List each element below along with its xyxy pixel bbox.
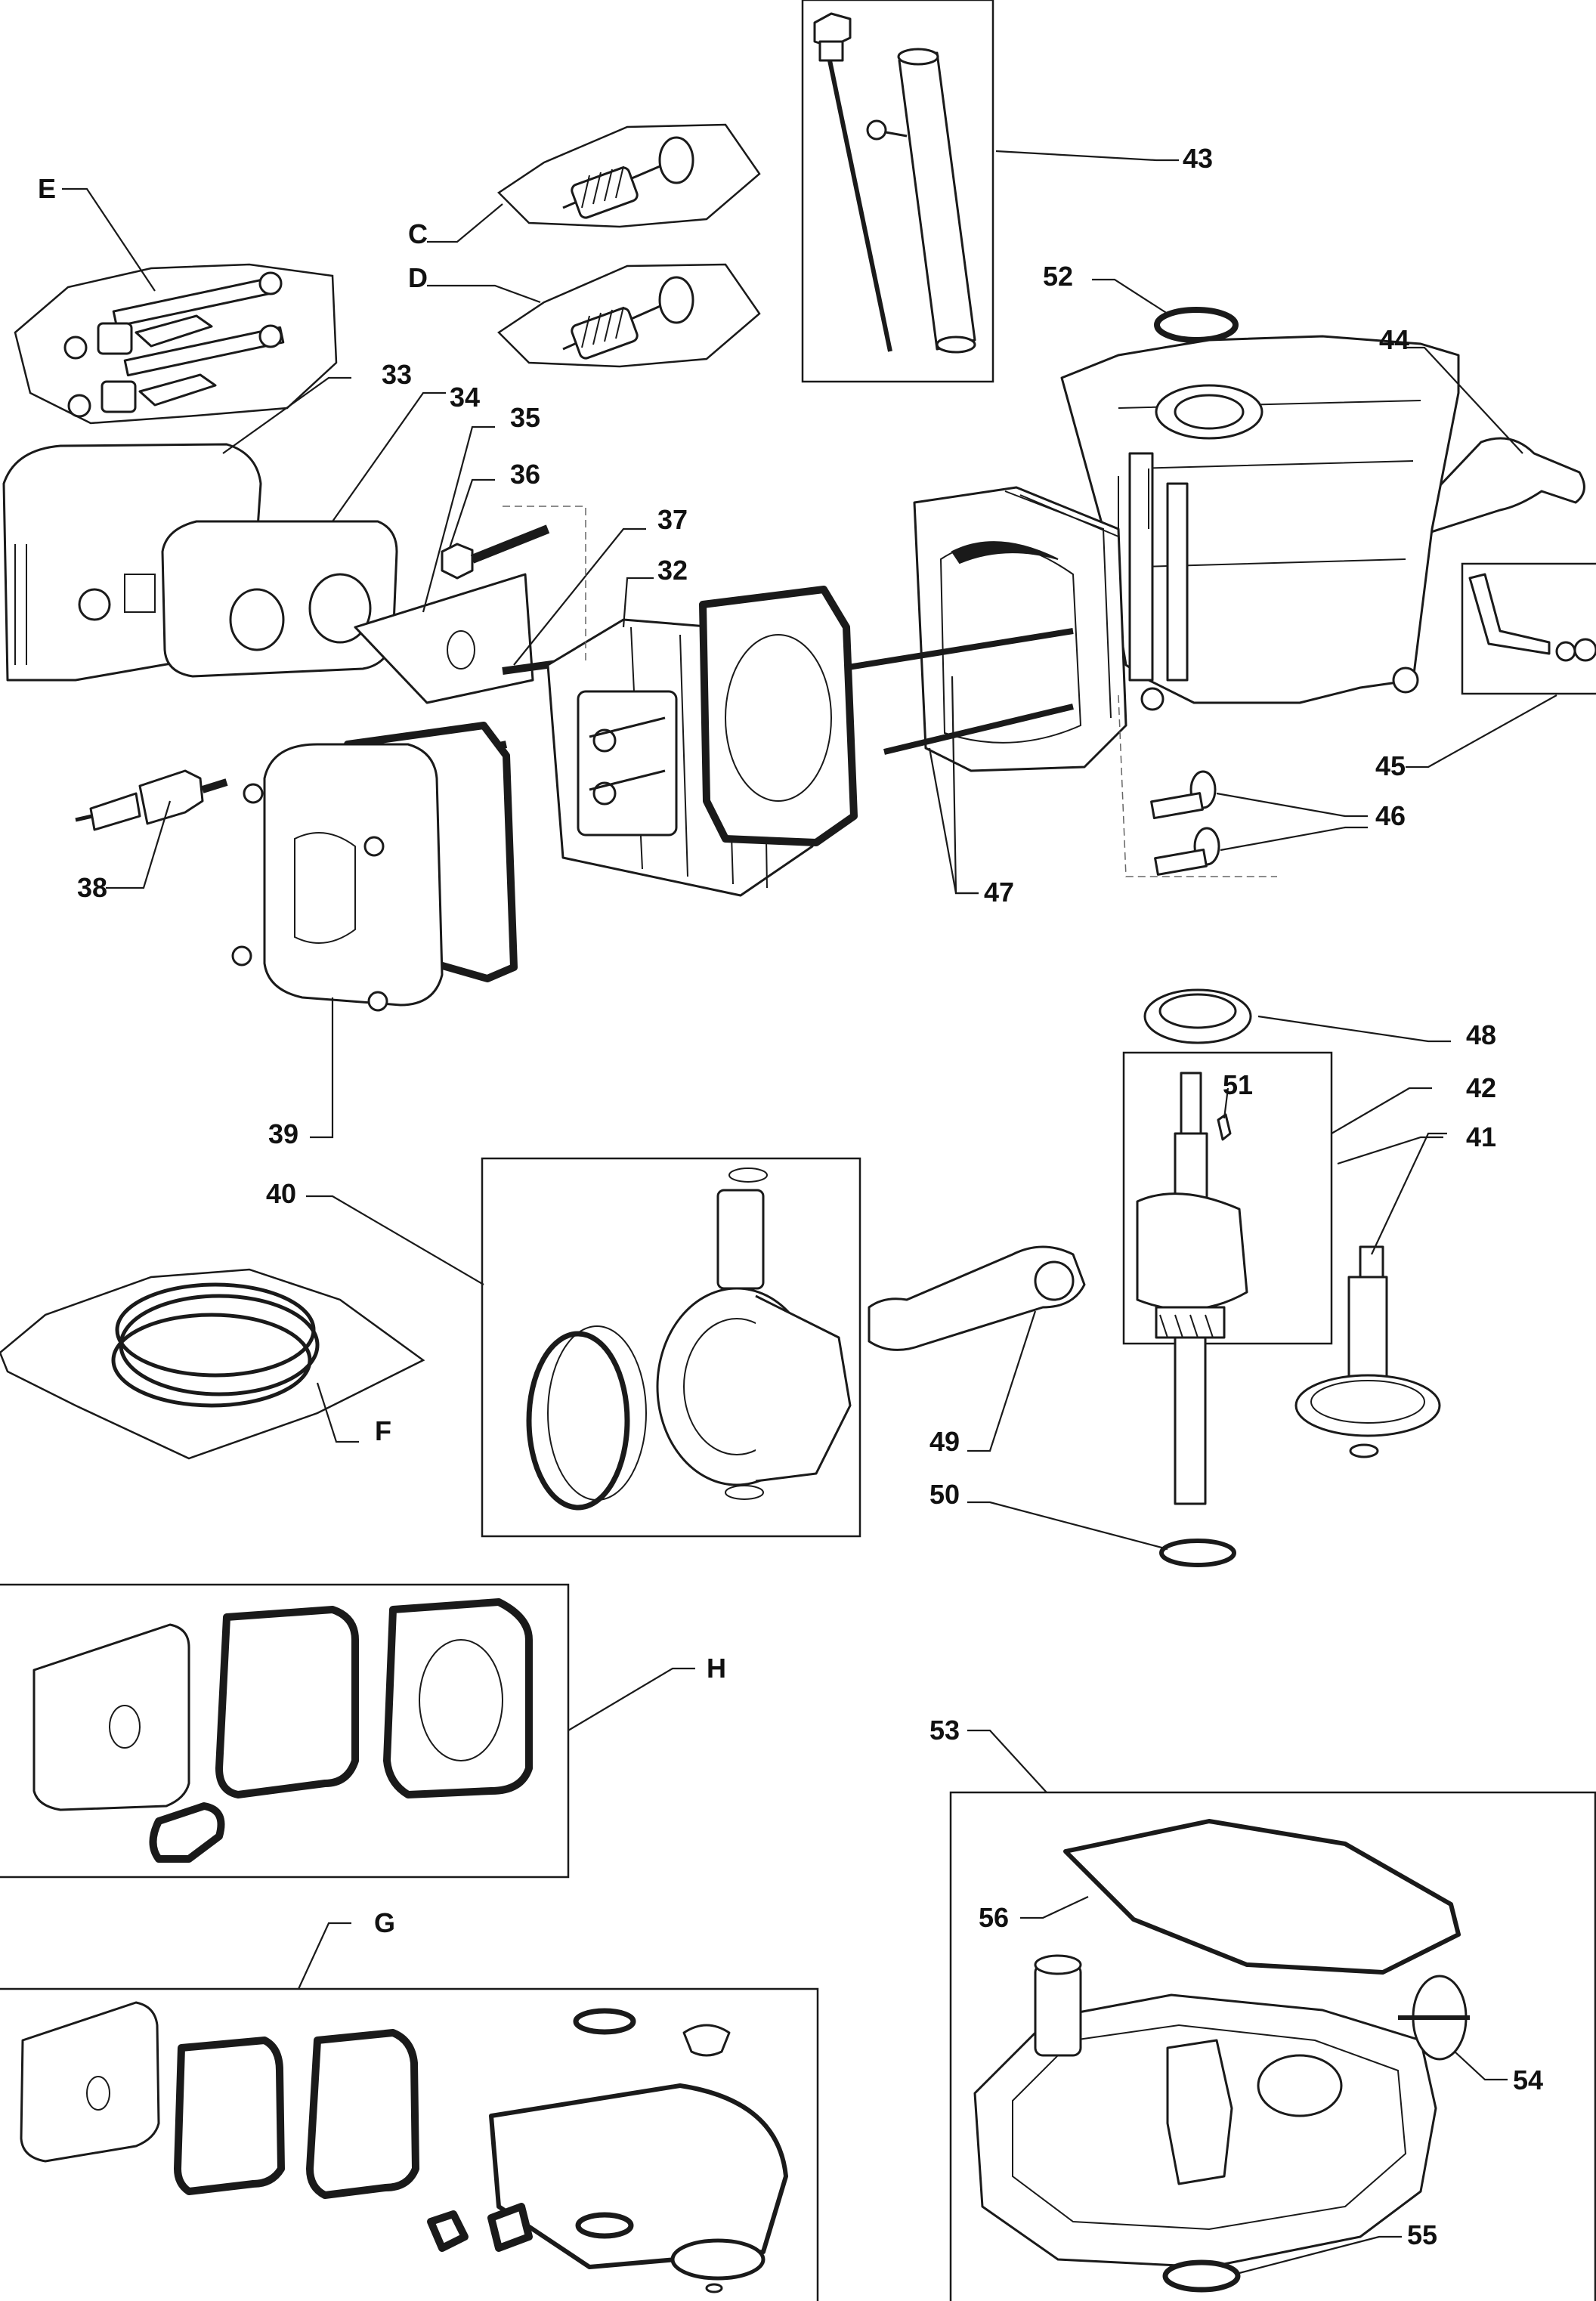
callout-G: G [374, 1907, 396, 1938]
part-35-gasket [354, 573, 534, 704]
bag-D-valve [497, 263, 761, 368]
part-51-key [1217, 1113, 1232, 1141]
callout-46: 46 [1375, 800, 1406, 831]
part-36-bolt [441, 524, 550, 580]
part-52-oil-seal [1154, 307, 1239, 343]
part-39-valve-cover [231, 722, 518, 1012]
callout-34: 34 [450, 382, 481, 413]
kit-H-gaskets [32, 1598, 533, 1863]
kit-G-gaskets [20, 2001, 788, 2293]
kit-box-43 [801, 0, 994, 383]
kit-box-42 [1122, 1051, 1333, 1345]
callout-51: 51 [1223, 1069, 1254, 1100]
dashed-guides [503, 506, 1277, 877]
part-40-piston-kit [526, 1168, 852, 1511]
callout-D: D [408, 262, 428, 293]
callout-50: 50 [929, 1479, 960, 1510]
callout-53: 53 [929, 1715, 960, 1746]
part-47-studs [838, 628, 1074, 755]
engine-cylinder-block [913, 469, 1149, 772]
kit-box-G [0, 1987, 819, 2301]
kit-box-45 [1461, 562, 1596, 695]
kit-box-H [0, 1583, 570, 1879]
head-gasket [699, 586, 858, 846]
part-50-washer [1159, 1539, 1236, 1567]
callout-33: 33 [382, 359, 413, 390]
part-46-dowels [1150, 770, 1220, 876]
callout-37: 37 [657, 504, 688, 535]
part-42-crankshaft [1136, 1072, 1248, 1505]
part-38-spark-plug [75, 769, 228, 831]
callout-52: 52 [1043, 261, 1074, 292]
callout-H: H [707, 1653, 726, 1684]
callout-32: 32 [657, 555, 688, 586]
callout-E: E [38, 173, 57, 204]
callout-47: 47 [984, 877, 1015, 908]
callout-C: C [408, 218, 428, 249]
kit-box-53 [949, 1791, 1596, 2301]
bag-E-rocker-kit [14, 263, 338, 425]
callout-42: 42 [1466, 1072, 1497, 1103]
callout-54: 54 [1513, 2064, 1544, 2095]
callout-49: 49 [929, 1426, 960, 1457]
kit-53-crankcase-cover [973, 1819, 1470, 2293]
part-34-muffler [161, 520, 398, 678]
callout-48: 48 [1466, 1019, 1497, 1050]
callout-35: 35 [510, 402, 541, 433]
callout-56: 56 [979, 1902, 1010, 1933]
callout-43: 43 [1183, 143, 1214, 174]
part-48-bearing [1143, 988, 1252, 1044]
part-43-dipstick-tube [813, 12, 976, 354]
callout-F: F [375, 1415, 391, 1446]
callout-39: 39 [268, 1118, 299, 1149]
callout-55: 55 [1407, 2219, 1438, 2250]
callout-41: 41 [1466, 1121, 1497, 1152]
callout-45: 45 [1375, 750, 1406, 781]
bag-F-piston-rings [0, 1268, 425, 1460]
callout-44: 44 [1379, 324, 1410, 355]
bag-C-valve [497, 123, 761, 228]
kit-box-40 [481, 1157, 861, 1538]
callout-38: 38 [77, 872, 108, 903]
part-45-breather [1468, 573, 1596, 662]
leader-lines [62, 150, 1557, 2275]
part-49-connecting-rod [868, 1245, 1086, 1351]
part-41-camshaft [1294, 1245, 1441, 1458]
callout-36: 36 [510, 459, 541, 490]
callout-40: 40 [266, 1178, 297, 1209]
